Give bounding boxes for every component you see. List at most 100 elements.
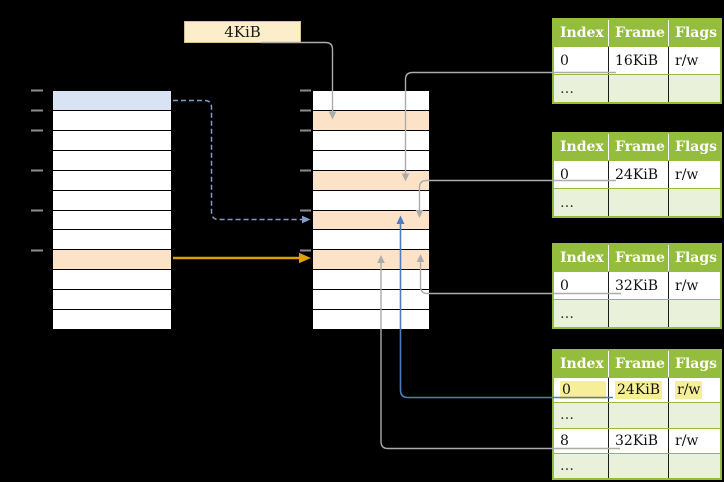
cell-value: r/w — [675, 432, 699, 449]
middle-memory-row-7 — [313, 230, 429, 251]
middle-column-ticks — [300, 89, 311, 252]
page-table-row: 0 24KiB r/w — [554, 160, 720, 188]
left-memory-row-11 — [53, 310, 171, 330]
page-table-cell: 0 — [554, 161, 608, 188]
page-table-cell — [608, 189, 668, 216]
page-table-row: … — [554, 402, 720, 428]
left-memory-row-8 — [53, 250, 171, 271]
cell-value: 32KiB — [615, 277, 659, 294]
cell-value: … — [560, 457, 574, 474]
left-memory-row-9 — [53, 270, 171, 291]
column-header-index: Index — [560, 25, 604, 41]
cell-value: r/w — [675, 166, 699, 183]
page-table-cell: 24KiB — [608, 161, 668, 188]
page-table-cell: r/w — [668, 47, 720, 74]
highlighted-value: r/w — [675, 381, 703, 400]
cell-value: 8 — [560, 432, 569, 449]
page-table-cell: 0 — [554, 47, 608, 74]
middle-memory-row-9 — [313, 270, 429, 291]
arrow-virtual-page-dashed — [173, 99, 311, 224]
column-header-frame: Frame — [608, 134, 668, 160]
page-table-cell — [608, 300, 668, 327]
arrow-virtual-page-orange — [173, 252, 311, 264]
left-memory-row-7 — [53, 230, 171, 251]
page-table-cell — [668, 403, 720, 428]
page-table-row: 8 32KiB r/w — [554, 427, 720, 453]
cell-value: … — [560, 80, 574, 97]
page-table-cell: 8 — [554, 429, 608, 453]
page-table-row: 0 32KiB r/w — [554, 271, 720, 299]
page-table-cell: … — [554, 189, 608, 216]
page-table-cell: 0 — [554, 272, 608, 299]
highlighted-value: 0 — [560, 381, 606, 400]
page-table-cell — [668, 75, 720, 102]
left-memory-row-1 — [53, 110, 171, 131]
left-memory-row-5 — [53, 190, 171, 211]
page-table-cell — [608, 75, 668, 102]
middle-memory-row-6 — [313, 210, 429, 231]
middle-memory-row-5 — [313, 190, 429, 211]
cell-value: r/w — [675, 277, 699, 294]
cell-value: 0 — [560, 166, 569, 183]
column-header-index: Index — [560, 356, 604, 372]
middle-memory-row-8 — [313, 250, 429, 271]
page-table-cell: 32KiB — [608, 428, 668, 453]
left-memory-row-4 — [53, 170, 171, 191]
page-table-cell — [608, 403, 668, 428]
middle-memory-row-11 — [313, 310, 429, 330]
page-table-cell: r/w — [668, 378, 720, 403]
column-header-frame: Frame — [608, 20, 668, 46]
cell-value: 32KiB — [615, 432, 659, 449]
cell-value: … — [560, 407, 574, 424]
left-memory-row-10 — [53, 290, 171, 311]
middle-memory-row-1 — [313, 110, 429, 131]
cell-value: … — [560, 194, 574, 211]
column-header-index: Index — [560, 139, 604, 155]
middle-memory-row-3 — [313, 150, 429, 171]
page-table-cell — [668, 300, 720, 327]
page-table-row: 0 16KiB r/w — [554, 46, 720, 74]
left-column-ticks — [31, 89, 43, 252]
page-table-cell: … — [554, 454, 608, 478]
page-table-cell: 32KiB — [608, 272, 668, 299]
page-table-row: … — [554, 452, 720, 478]
page-table-cell: 0 — [554, 378, 608, 402]
page-table-cell: … — [554, 75, 608, 102]
page-table-cell — [608, 453, 668, 478]
page-table-row: … — [554, 188, 720, 216]
middle-memory-column — [312, 90, 430, 330]
column-header-flags: Flags — [668, 134, 720, 160]
page-size-label: 4KiB — [184, 21, 301, 43]
cell-value: … — [560, 305, 574, 322]
page-table-cell: … — [554, 300, 608, 327]
middle-memory-row-0 — [313, 91, 429, 111]
page-table-cell: r/w — [668, 272, 720, 299]
page-table-row: … — [554, 299, 720, 327]
left-memory-row-2 — [53, 130, 171, 151]
column-header-frame: Frame — [608, 245, 668, 271]
page-table-cell: 24KiB — [608, 378, 668, 403]
cell-value: 16KiB — [615, 52, 659, 69]
page-table-cell — [668, 453, 720, 478]
cell-value: 0 — [560, 52, 569, 69]
column-header-index: Index — [560, 250, 604, 266]
left-memory-row-3 — [53, 150, 171, 171]
cell-value: 24KiB — [615, 166, 659, 183]
page-table-cell — [668, 189, 720, 216]
middle-memory-row-2 — [313, 130, 429, 151]
page-table-cell: r/w — [668, 428, 720, 453]
middle-memory-row-4 — [313, 170, 429, 191]
page-table-cell: r/w — [668, 161, 720, 188]
page-table-row: … — [554, 74, 720, 102]
left-memory-row-6 — [53, 210, 171, 231]
cell-value: 0 — [560, 277, 569, 294]
page-table-cell: 16KiB — [608, 47, 668, 74]
